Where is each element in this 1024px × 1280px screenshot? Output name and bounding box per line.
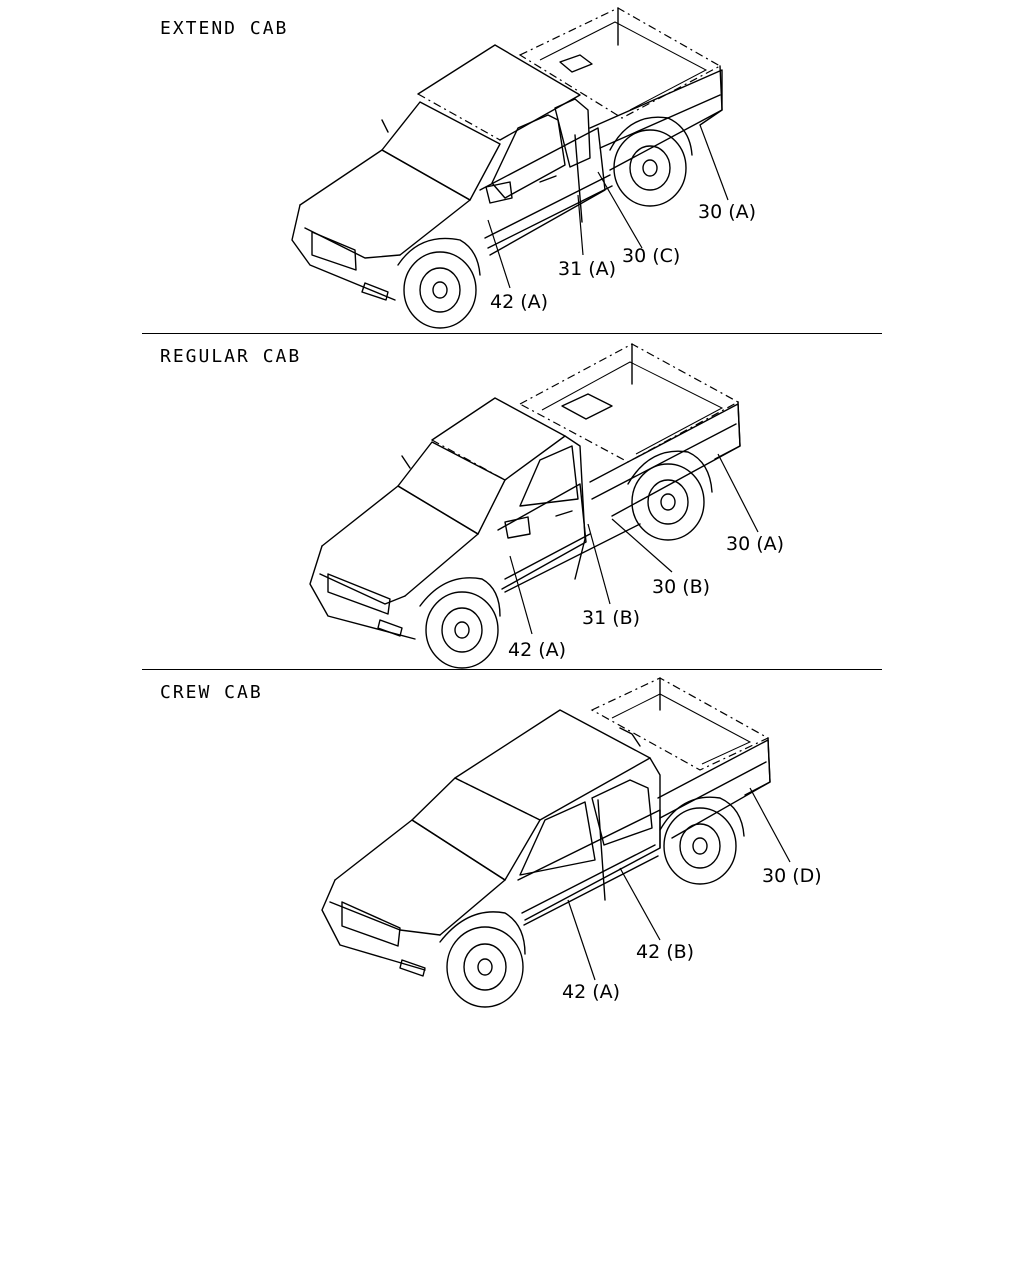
- extend-cab-truck: [291, 7, 723, 329]
- regular-cab-truck-drawing: 30 (A) 30 (B) 31 (B) 42 (A): [309, 343, 784, 669]
- callout-30a: 30 (A): [698, 201, 756, 223]
- callout-30d: 30 (D): [762, 865, 822, 887]
- callout-42a: 42 (A): [490, 291, 548, 313]
- callout-30c: 30 (C): [622, 245, 680, 267]
- callout-31a: 31 (A): [558, 258, 616, 280]
- crew-cab-truck: [321, 677, 771, 1008]
- callout-30b: 30 (B): [652, 576, 710, 598]
- section-title-regular-cab: REGULAR CAB: [160, 346, 302, 367]
- extend-cab-truck-drawing: 30 (A) 30 (C) 31 (A) 42 (A): [291, 7, 756, 329]
- section-title-crew-cab: CREW CAB: [160, 682, 263, 703]
- section-divider: [142, 669, 882, 670]
- callout-30a: 30 (A): [726, 533, 784, 555]
- regular-cab-truck: [309, 343, 741, 669]
- callout-42b: 42 (B): [636, 941, 694, 963]
- section-divider: [142, 333, 882, 334]
- callout-31b: 31 (B): [582, 607, 640, 629]
- callout-42a: 42 (A): [562, 981, 620, 1003]
- callout-42a: 42 (A): [508, 639, 566, 661]
- section-title-extend-cab: EXTEND CAB: [160, 18, 289, 39]
- crew-cab-truck-drawing: 30 (D) 42 (B) 42 (A): [321, 677, 822, 1008]
